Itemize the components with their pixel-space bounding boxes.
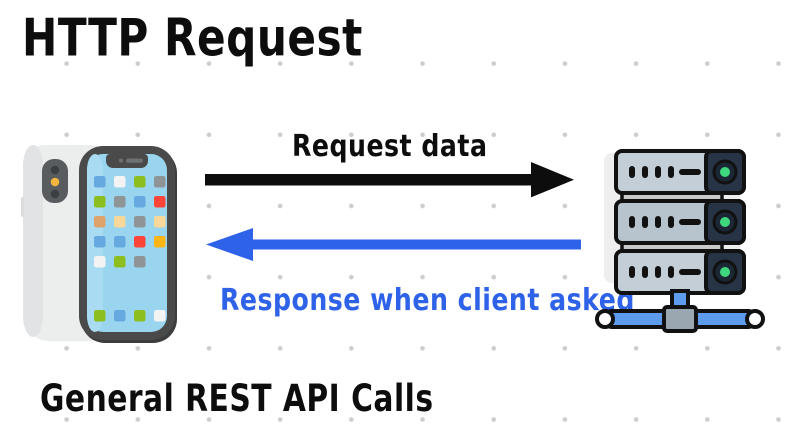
response-arrow-icon	[206, 228, 581, 261]
server-indicator-dot	[642, 166, 648, 178]
server-unit-led	[720, 217, 730, 227]
app-icon	[154, 216, 166, 228]
app-icon	[114, 236, 126, 248]
footer-caption: General REST API Calls	[40, 377, 434, 421]
app-icon	[154, 236, 166, 248]
notch-speaker-bar	[126, 158, 143, 163]
response-flow-label: Response when client asked	[220, 282, 635, 319]
dock-app-icon	[134, 310, 146, 322]
network-center-connector	[662, 305, 698, 333]
network-endpoint-left	[595, 309, 615, 329]
app-icon	[94, 236, 106, 248]
page-title: HTTP Request	[22, 8, 363, 69]
dock-app-icon	[94, 310, 106, 322]
server-indicator-dot	[655, 216, 661, 228]
phone-screen	[87, 154, 167, 332]
phone-back-highlight	[23, 145, 43, 337]
server-indicator-dot	[655, 266, 661, 278]
app-icon	[94, 256, 106, 268]
app-icon	[154, 196, 166, 208]
app-icon	[134, 196, 146, 208]
server-unit-led	[720, 167, 730, 177]
request-arrow-head	[531, 162, 574, 198]
app-icon	[134, 216, 146, 228]
response-arrow-head	[206, 228, 253, 261]
app-icon	[114, 196, 126, 208]
app-icon	[114, 176, 126, 188]
app-icon	[154, 176, 166, 188]
response-arrow-shaft	[245, 239, 581, 250]
server-unit	[614, 149, 746, 195]
camera-lens-bottom	[50, 189, 60, 199]
server-indicator-dot	[668, 216, 674, 228]
server-status-bar	[679, 169, 701, 175]
server-indicator-dot	[629, 166, 635, 178]
dock-app-icon	[154, 310, 166, 322]
app-icon	[114, 216, 126, 228]
app-icon	[114, 256, 126, 268]
server-unit-led	[720, 267, 730, 277]
app-icon	[94, 176, 106, 188]
app-icon	[94, 196, 106, 208]
server-status-bar	[679, 269, 701, 275]
server-unit	[614, 199, 746, 245]
server-indicator-dot	[629, 216, 635, 228]
app-icon	[134, 256, 146, 268]
server-rack-illustration	[594, 145, 769, 335]
server-indicator-dot	[629, 266, 635, 278]
server-unit	[614, 249, 746, 295]
client-phone-illustration	[18, 137, 183, 352]
dock-app-icon	[114, 310, 126, 322]
request-arrow-icon	[205, 162, 574, 198]
server-indicator-dot	[668, 266, 674, 278]
app-icon	[134, 176, 146, 188]
app-icon	[134, 236, 146, 248]
app-icon	[94, 216, 106, 228]
request-flow-label: Request data	[292, 128, 488, 165]
server-indicator-dot	[668, 166, 674, 178]
server-indicator-dot	[655, 166, 661, 178]
notch-camera-dot	[119, 158, 123, 163]
camera-flash	[50, 177, 60, 187]
server-indicator-dot	[642, 216, 648, 228]
request-arrow-shaft	[205, 174, 539, 186]
camera-lens-top	[50, 165, 60, 175]
server-status-bar	[679, 219, 701, 225]
server-indicator-dot	[642, 266, 648, 278]
network-endpoint-right	[745, 309, 765, 329]
phone-side-button	[21, 197, 24, 217]
